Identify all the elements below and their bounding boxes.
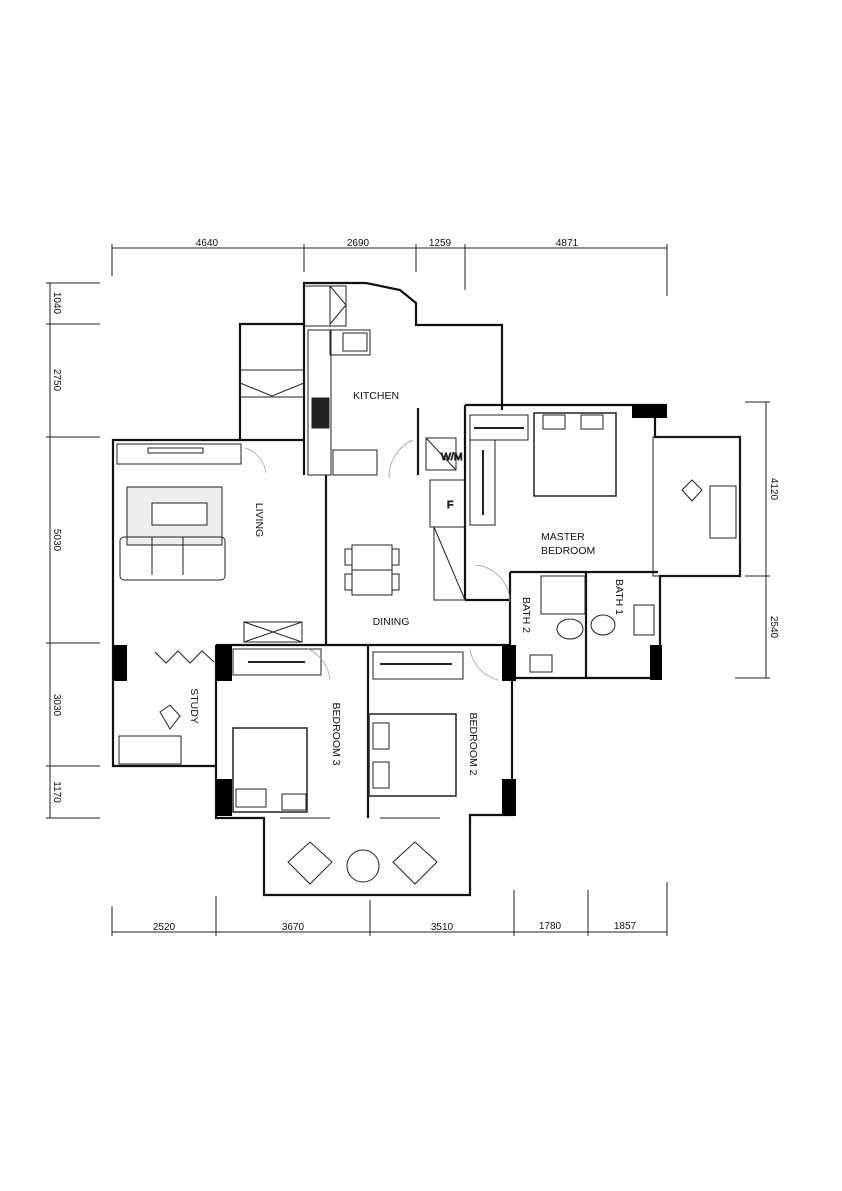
armchair-icon [392, 841, 438, 885]
chair-icon [159, 704, 181, 730]
armchair-icon [287, 841, 333, 885]
washer-label: W/M [441, 451, 463, 463]
walls [111, 281, 742, 897]
bed-icon [533, 412, 617, 497]
study-desk [118, 735, 182, 765]
room-label-kitchen: KITCHEN [353, 390, 399, 402]
master-balcony [652, 436, 741, 577]
room-label-dining: DINING [373, 616, 410, 628]
kitchen-counter-top [329, 329, 371, 356]
structural-columns [113, 404, 667, 816]
dim-left-4: 3030 [51, 694, 62, 717]
dim-bottom-5: 1857 [614, 921, 637, 932]
dim-bottom-3: 3510 [431, 922, 454, 933]
toilet-icon [556, 618, 584, 640]
toilet-icon [590, 614, 616, 636]
dim-bottom-4: 1780 [539, 921, 562, 932]
dim-top-4: 4871 [556, 238, 579, 249]
dim-right-2: 2540 [768, 616, 779, 639]
fridge [429, 479, 466, 528]
kitchen-counter-bottom [332, 449, 378, 476]
washing-machine-icon [425, 437, 457, 471]
dim-left-5: 1170 [51, 781, 62, 803]
dim-top-1: 4640 [196, 238, 219, 249]
coffee-table [151, 502, 208, 526]
room-labels: KITCHEN LIVING DINING MASTER BEDROOM BAT… [188, 390, 625, 776]
dimension-lines [46, 244, 770, 936]
sink-icon [342, 332, 368, 352]
chair-icon [681, 479, 703, 502]
tv-icon [147, 447, 204, 454]
room-label-bedroom3: BEDROOM 3 [330, 702, 342, 765]
stove-icon [311, 397, 330, 429]
kitchen-counter [307, 329, 332, 476]
dim-bottom-2: 3670 [282, 922, 305, 933]
sofa-icon [119, 536, 226, 581]
dim-left-1: 1040 [51, 292, 62, 315]
basin-icon [529, 654, 553, 673]
bed-icon [368, 713, 457, 797]
dimension-labels: 4640 2690 1259 4871 1040 2750 5030 3030 … [51, 238, 779, 933]
room-label-master-2: BEDROOM [541, 545, 595, 557]
furniture: W/M F [116, 285, 741, 885]
room-label-master-1: MASTER [541, 531, 585, 543]
dim-top-2: 2690 [347, 238, 370, 249]
balcony-table [346, 849, 380, 883]
dim-right-1: 4120 [768, 478, 779, 501]
room-label-bedroom2: BEDROOM 2 [467, 712, 479, 775]
room-label-bath1: BATH 1 [613, 579, 625, 615]
room-label-study: STUDY [188, 688, 200, 724]
bed-icon [232, 727, 308, 813]
dim-bottom-1: 2520 [153, 922, 176, 933]
room-label-bath2: BATH 2 [520, 597, 532, 633]
folding-door [154, 650, 215, 664]
dim-left-3: 5030 [51, 529, 62, 552]
desk [709, 485, 737, 539]
dim-left-2: 2750 [51, 369, 62, 392]
room-label-living: LIVING [253, 503, 265, 537]
fridge-label: F [447, 499, 453, 511]
dim-top-3: 1259 [429, 238, 452, 249]
basin-icon [633, 604, 655, 636]
